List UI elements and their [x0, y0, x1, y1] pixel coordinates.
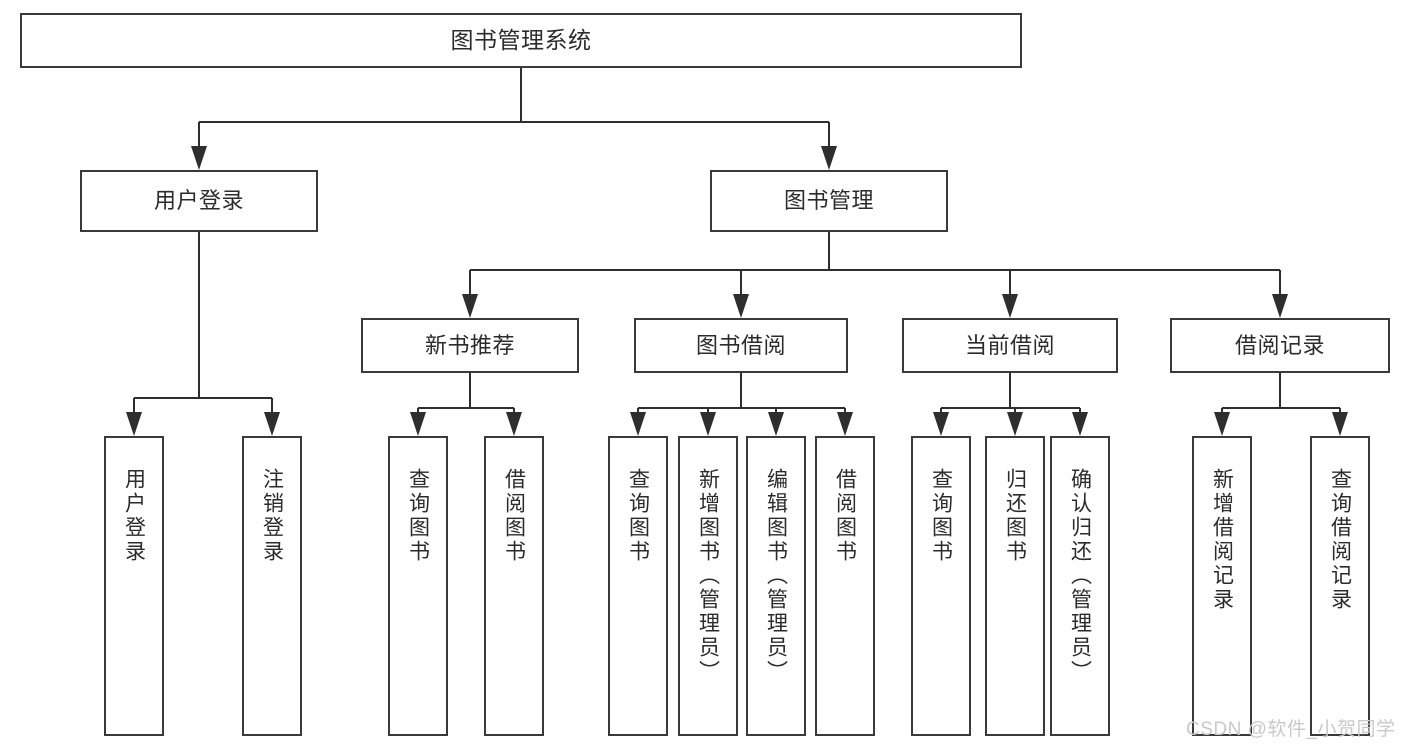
node-label: 借阅记录 [1234, 332, 1325, 358]
node-label: 新增借阅记录 [1210, 468, 1234, 612]
node-user-login[interactable]: 用户登录 [80, 170, 318, 232]
node-label: 注销登录 [260, 468, 284, 564]
node-label: 查询图书 [626, 468, 650, 564]
node-book-manage[interactable]: 图书管理 [710, 170, 948, 232]
node-label: 当前借阅 [964, 332, 1055, 358]
node-leaf-borrow-book-rec[interactable]: 借阅图书 [484, 436, 544, 736]
node-label: 图书借阅 [695, 332, 786, 358]
node-book-borrow[interactable]: 图书借阅 [634, 318, 848, 373]
node-leaf-user-login[interactable]: 用户登录 [104, 436, 164, 736]
node-leaf-borrow-book[interactable]: 借阅图书 [815, 436, 875, 736]
node-label: 新书推荐 [424, 332, 515, 358]
node-leaf-query-book[interactable]: 查询图书 [608, 436, 668, 736]
node-current-borrow[interactable]: 当前借阅 [902, 318, 1118, 373]
node-leaf-query-record[interactable]: 查询借阅记录 [1310, 436, 1370, 736]
node-label: 查询图书 [929, 468, 953, 564]
node-label: 图书管理系统 [450, 26, 592, 53]
node-label: 新增图书（管理员） [696, 468, 720, 684]
node-new-book-rec[interactable]: 新书推荐 [361, 318, 579, 373]
node-leaf-user-logout[interactable]: 注销登录 [242, 436, 302, 736]
watermark: CSDN @软件_小贺同学 [1186, 719, 1396, 740]
node-label: 查询图书 [406, 468, 430, 564]
node-label: 图书管理 [783, 188, 874, 214]
node-borrow-record[interactable]: 借阅记录 [1170, 318, 1390, 373]
node-leaf-query-book-rec[interactable]: 查询图书 [388, 436, 448, 736]
node-root[interactable]: 图书管理系统 [20, 13, 1022, 68]
node-label: 借阅图书 [833, 468, 857, 564]
node-label: 查询借阅记录 [1328, 468, 1352, 612]
node-leaf-confirm-return[interactable]: 确认归还（管理员） [1050, 436, 1110, 736]
node-label: 编辑图书（管理员） [764, 468, 788, 684]
node-label: 确认归还（管理员） [1068, 468, 1092, 684]
node-label: 用户登录 [122, 468, 146, 564]
node-label: 用户登录 [153, 188, 244, 214]
node-label: 归还图书 [1003, 468, 1027, 564]
node-leaf-query-book-cur[interactable]: 查询图书 [911, 436, 971, 736]
node-leaf-add-book[interactable]: 新增图书（管理员） [678, 436, 738, 736]
node-leaf-return-book[interactable]: 归还图书 [985, 436, 1045, 736]
node-leaf-add-record[interactable]: 新增借阅记录 [1192, 436, 1252, 736]
node-leaf-edit-book[interactable]: 编辑图书（管理员） [746, 436, 806, 736]
node-label: 借阅图书 [502, 468, 526, 564]
